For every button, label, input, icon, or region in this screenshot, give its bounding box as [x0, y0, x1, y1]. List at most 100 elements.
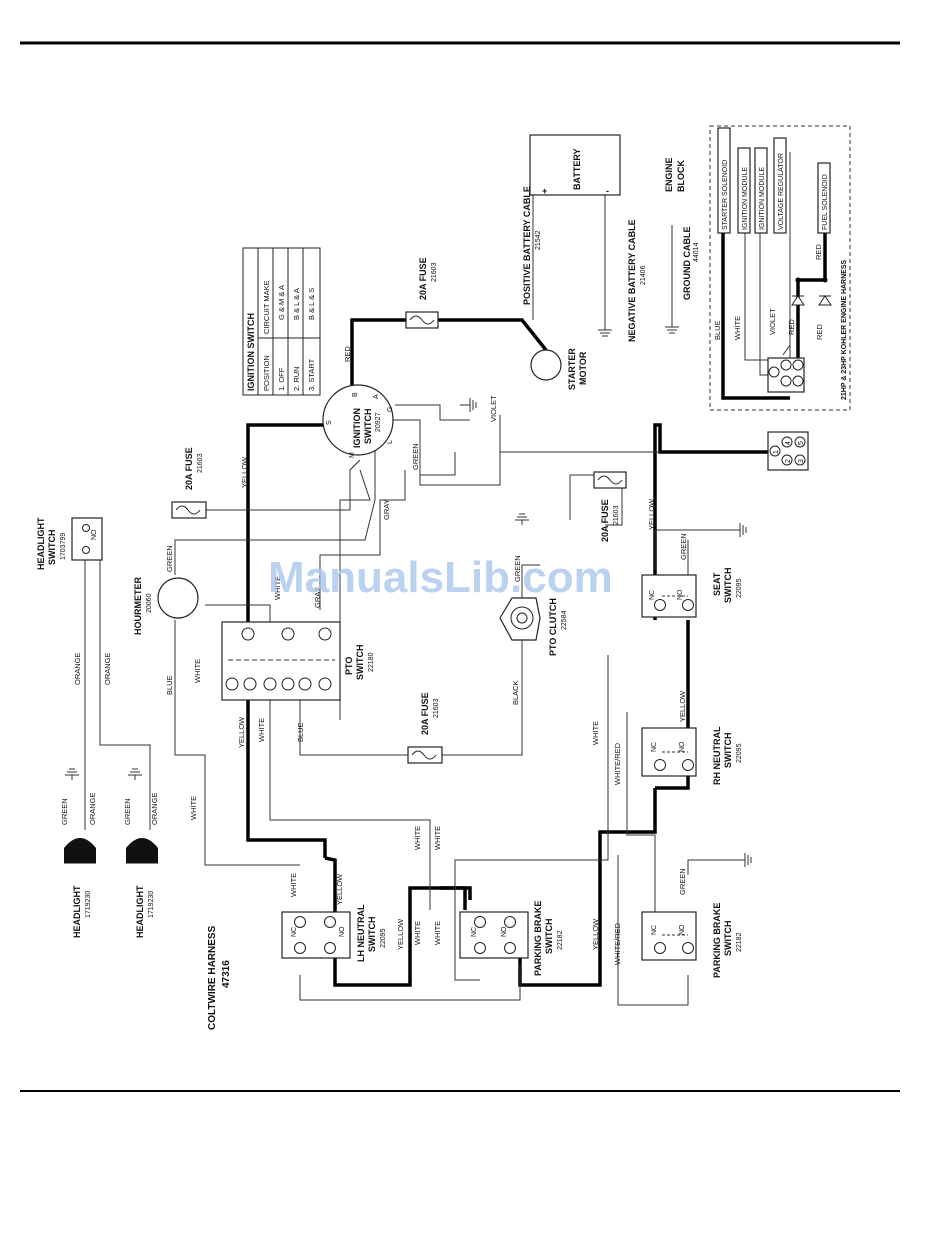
wire-label: YELLOW — [591, 918, 600, 950]
wire-label: YELLOW — [240, 456, 249, 488]
wire-label: ORANGE — [88, 792, 97, 825]
headlight-switch-terminal — [82, 546, 90, 554]
pto-terminal — [243, 677, 257, 691]
wire-label: WHITE — [433, 921, 442, 945]
ground-cable-part: 44014 — [693, 242, 700, 262]
headlight-left — [64, 838, 96, 864]
lh-neutral-terminal — [324, 942, 336, 954]
wire-label: ORANGE — [150, 792, 159, 825]
seat-switch-label-2: SWITCH — [723, 568, 733, 604]
fuse-right — [593, 471, 627, 489]
engine-connector-pin — [780, 375, 792, 387]
parking-brake-middle-terminal — [504, 942, 516, 954]
watermark: ManualsLib.com — [268, 553, 613, 602]
negative-cable-label: NEGATIVE BATTERY CABLE — [627, 219, 637, 342]
fuse-bottom — [407, 746, 443, 764]
battery-minus: - — [606, 186, 609, 196]
lh-neutral-terminal — [294, 942, 306, 954]
pto-clutch — [499, 597, 541, 641]
lh-neutral-nc: NC — [291, 927, 298, 937]
wire-label: YELLOW — [335, 873, 344, 905]
wire-label: WHITE — [193, 659, 202, 683]
rh-neutral-label-1: RH NEUTRAL — [712, 726, 722, 785]
ground-icon — [515, 513, 529, 525]
pto-terminal — [281, 627, 295, 641]
headlight-left-part: 1719230 — [85, 891, 92, 918]
ign-terminal-m: M — [349, 452, 356, 458]
wire-label: WHITE/RED — [613, 742, 622, 785]
wire-label: WHITE — [733, 316, 742, 340]
wire-label: WHITE — [413, 921, 422, 945]
ign-terminal-s: S — [326, 420, 333, 425]
junction-dot — [795, 277, 801, 283]
pin-label-5: 5 — [798, 441, 805, 445]
pto-terminal — [241, 627, 255, 641]
fuse-bottom-label: 20A FUSE — [420, 692, 430, 735]
pin-label-2: 2 — [785, 459, 792, 463]
diode-icon — [791, 295, 805, 306]
fuse-bottom-part: 21603 — [433, 698, 440, 718]
wire-label: GREEN — [679, 533, 688, 560]
ignition-module-1-label: IGNITION MODULE — [742, 167, 749, 230]
fuse-top-part: 21603 — [431, 262, 438, 282]
headlight-switch-part: 1703799 — [60, 533, 67, 560]
ignition-table-row1-make: G & M & A — [277, 285, 286, 320]
ground-icon — [460, 398, 477, 412]
lh-neutral-no: NO — [339, 926, 346, 937]
wire-label: GREEN — [678, 868, 687, 895]
harness-title: COLTWIRE HARNESS — [207, 925, 218, 1030]
ign-terminal-b: B — [352, 392, 359, 397]
rh-neutral-terminal — [682, 759, 694, 771]
wire-label: YELLOW — [396, 918, 405, 950]
pin-label-1: 1 — [773, 450, 780, 454]
ign-terminal-a: A — [373, 394, 380, 399]
starter-solenoid-label: STARTER SOLENOID — [722, 160, 729, 230]
headlight-switch-label-2: SWITCH — [47, 530, 57, 566]
lh-neutral-switch — [281, 911, 351, 959]
hourmeter-label: HOURMETER — [133, 577, 143, 635]
engine-connector-pin — [768, 366, 780, 378]
rh-neutral-part: 22095 — [736, 743, 743, 763]
harness-part: 47316 — [221, 960, 232, 988]
fuse-left-part: 21603 — [197, 453, 204, 473]
parking-brake-right-part: 22182 — [736, 932, 743, 952]
main-connector-pin — [781, 454, 793, 466]
headlight-left-label: HEADLIGHT — [72, 885, 82, 938]
ground-cable-label: GROUND CABLE — [682, 227, 692, 301]
rh-neutral-label-2: SWITCH — [723, 733, 733, 769]
ign-terminal-l: L — [387, 440, 394, 444]
ignition-switch-label-1: IGNITION — [352, 408, 362, 448]
parking-brake-right-nc: NC — [651, 925, 658, 935]
parking-brake-right-terminal — [654, 942, 666, 954]
lh-neutral-part: 22095 — [380, 928, 387, 948]
wire-label: ORANGE — [103, 652, 112, 685]
parking-brake-middle-terminal — [474, 916, 486, 928]
fuse-top — [405, 311, 439, 329]
wire-label: YELLOW — [647, 498, 656, 530]
positive-cable-part: 21542 — [535, 230, 542, 250]
fuse-left — [171, 501, 207, 519]
wire-label: GREEN — [60, 798, 69, 825]
pto-terminal — [281, 677, 295, 691]
pin-label-4: 4 — [785, 441, 792, 445]
wire-label: WHITE — [433, 826, 442, 850]
ground-icon — [665, 322, 679, 334]
wire-label: GRAY — [313, 587, 322, 608]
rh-neutral-terminal — [654, 759, 666, 771]
lh-neutral-terminal — [294, 916, 306, 928]
parking-brake-middle-label-2: SWITCH — [544, 919, 554, 955]
wire-label: WHITE — [189, 796, 198, 820]
wire-label: GRAY — [382, 499, 391, 520]
battery — [529, 134, 621, 196]
ground-symbols — [65, 322, 752, 867]
fuse-top-label: 20A FUSE — [418, 257, 428, 300]
lh-neutral-label-2: SWITCH — [367, 917, 377, 953]
wire-label: WHITE — [273, 576, 282, 600]
ground-icon — [598, 325, 612, 337]
engine-harness-label: 21HP & 23HP KOHLER ENGINE HARNESS — [841, 260, 848, 400]
parking-brake-middle-label-1: PARKING BRAKE — [533, 901, 543, 976]
parking-brake-right-label-2: SWITCH — [723, 921, 733, 957]
ign-terminal-g: G — [387, 407, 394, 412]
pto-terminal — [225, 677, 239, 691]
fuel-solenoid-box — [817, 162, 831, 234]
